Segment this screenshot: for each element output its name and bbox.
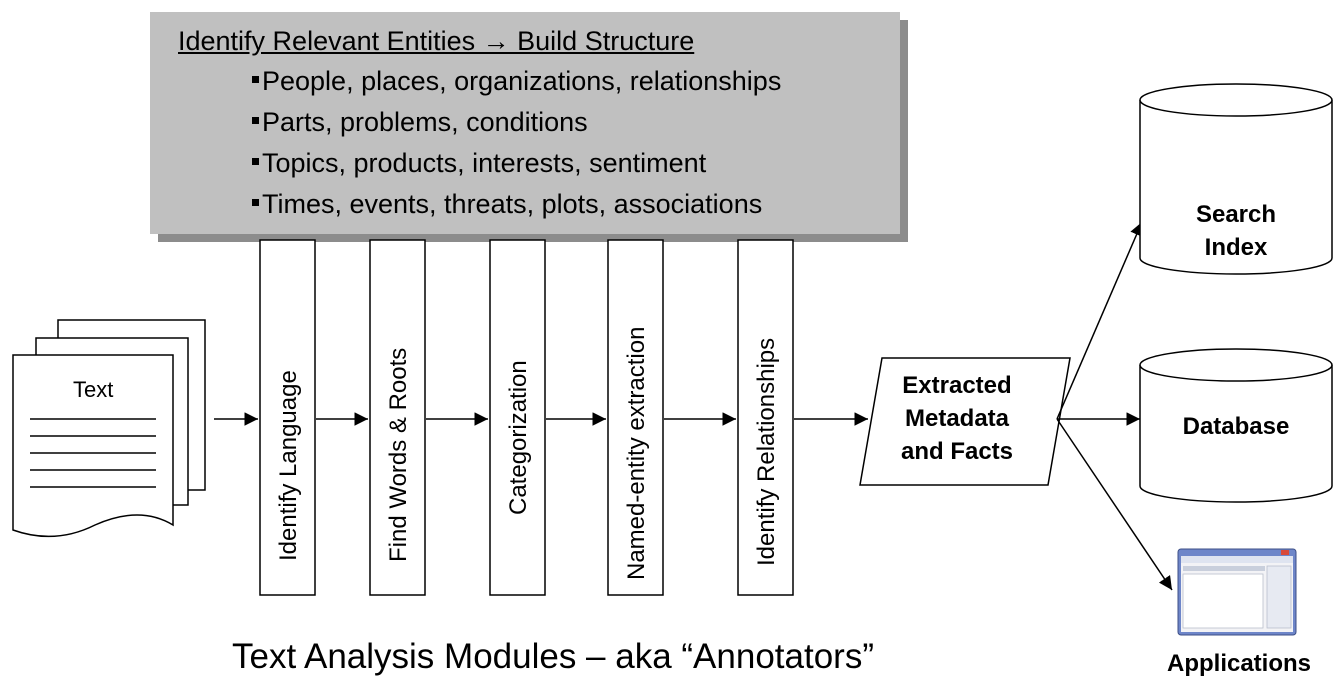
module-label-identify-language: Identify Language xyxy=(275,370,302,561)
bullet-square-icon xyxy=(252,199,259,207)
arrow-to-applications xyxy=(1056,418,1173,591)
module-box-identify-relationships xyxy=(737,239,794,596)
arrow-to-search-index xyxy=(1056,221,1143,420)
entities-bullet: Topics, products, interests, sentiment xyxy=(252,148,706,179)
entities-bullet-text: Times, events, threats, plots, associati… xyxy=(262,189,763,219)
entities-box xyxy=(150,12,900,234)
entities-box-title: Identify Relevant Entities → Build Struc… xyxy=(178,26,695,56)
search-index-cylinder xyxy=(1139,83,1333,275)
document-label: Text xyxy=(73,377,114,402)
module-label-categorization: Categorization xyxy=(505,360,532,515)
module-label-named-entity: Named-entity extraction xyxy=(623,326,650,580)
entities-bullet-text: People, places, organizations, relations… xyxy=(262,66,782,96)
application-window-icon xyxy=(1177,548,1297,636)
document-stack xyxy=(12,319,206,538)
entities-bullet: Parts, problems, conditions xyxy=(252,107,588,138)
document-page-front xyxy=(12,354,174,538)
extracted-line: Metadata xyxy=(904,405,1010,432)
module-box-categorization xyxy=(489,239,546,596)
extracted-line: Extracted xyxy=(902,372,1012,399)
document-text-lines xyxy=(30,418,156,488)
search-index-line: Search xyxy=(1195,201,1277,228)
diagram-caption: Text Analysis Modules – aka “Annotators” xyxy=(232,637,874,676)
extracted-line: and Facts xyxy=(900,438,1014,465)
module-label-identify-relationships: Identify Relationships xyxy=(753,337,780,566)
bullet-square-icon xyxy=(252,158,259,166)
search-index-line: Index xyxy=(1204,234,1268,261)
database-cylinder xyxy=(1139,348,1333,503)
module-box-named-entity xyxy=(607,239,664,596)
database-label: Database xyxy=(1182,413,1290,440)
extracted-metadata-label: Extracted Metadata and Facts xyxy=(872,369,1042,468)
entities-bullet: Times, events, threats, plots, associati… xyxy=(252,189,762,220)
bullet-square-icon xyxy=(252,117,259,125)
search-index-label: Search Index xyxy=(1140,198,1332,264)
bullet-square-icon xyxy=(252,76,259,84)
entities-bullet: People, places, organizations, relations… xyxy=(252,66,781,97)
extracted-metadata-shape xyxy=(859,357,1071,486)
entities-bullet-text: Topics, products, interests, sentiment xyxy=(262,148,707,178)
module-label-find-words: Find Words & Roots xyxy=(385,347,412,562)
entities-bullet-text: Parts, problems, conditions xyxy=(262,107,588,137)
module-box-find-words xyxy=(369,239,426,596)
applications-label: Applications xyxy=(1167,650,1312,677)
module-box-identify-language xyxy=(259,239,316,596)
